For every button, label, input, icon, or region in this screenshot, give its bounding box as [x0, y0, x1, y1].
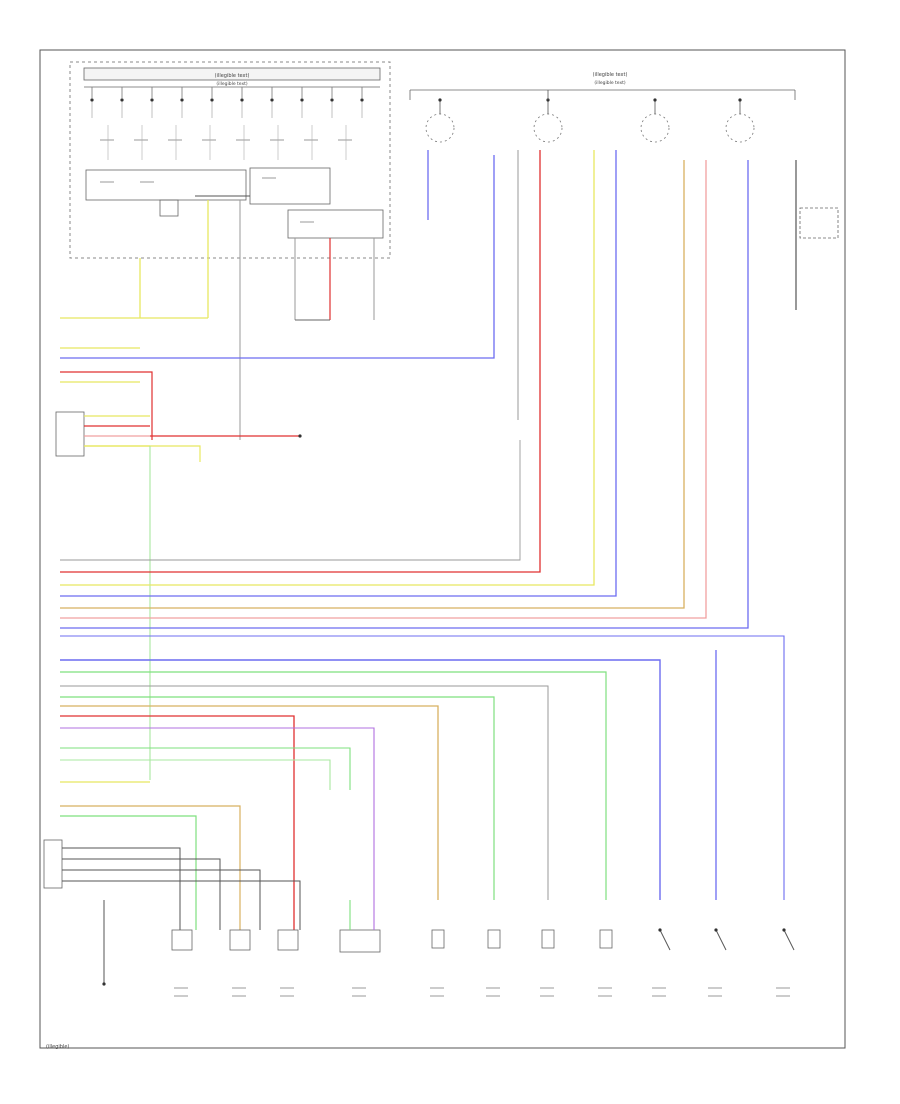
shift-solenoid — [599, 929, 613, 949]
ground-lead — [62, 880, 301, 930]
control-module-box — [69, 61, 391, 259]
wire-green-to-sensor — [60, 747, 351, 790]
module-pin-node — [150, 98, 154, 102]
wire-red-to-sol — [60, 715, 295, 930]
wire-yellow-bus-2 — [60, 150, 595, 586]
range-switch-node — [438, 98, 442, 102]
wire-green-lower — [60, 815, 197, 930]
ground-lead — [62, 847, 181, 930]
module-pin-node — [120, 98, 124, 102]
diagram-dynamic-layer — [43, 87, 839, 997]
wire-blue-to-sw — [60, 635, 785, 900]
diagram-frame — [39, 49, 846, 1049]
module-pin-node — [180, 98, 184, 102]
wire-gray-to-sol — [60, 685, 549, 900]
range-switch-contacts — [640, 113, 670, 143]
shift-solenoid — [541, 929, 555, 949]
pressure-switch-lever — [783, 929, 795, 951]
module-pin-node — [360, 98, 364, 102]
pressure-switch-node — [714, 928, 718, 932]
solenoid-coil — [277, 929, 299, 951]
control-module-title-bar — [83, 67, 381, 81]
pressure-switch-node — [658, 928, 662, 932]
ground-lead — [62, 858, 221, 930]
connector-left-a — [55, 411, 85, 457]
wire-blue-bus-upper — [60, 155, 495, 359]
wire-yellow-to-sensor — [84, 445, 201, 462]
range-switch-node — [738, 98, 742, 102]
wire-red-branch — [60, 371, 153, 440]
page-marker: (illegible) — [46, 1044, 69, 1050]
wire-orange-to-sol — [60, 705, 439, 900]
wire-orange-lower — [60, 805, 241, 930]
range-switch-contacts — [425, 113, 455, 143]
right-group-subtitle: (illegible text) — [594, 80, 626, 86]
right-sensor-box — [799, 207, 839, 239]
range-switch-node — [653, 98, 657, 102]
wire-orange-bus — [60, 160, 685, 609]
module-pin-node — [270, 98, 274, 102]
wire-green-to-sol — [60, 671, 607, 900]
wire-pink-bus — [60, 160, 707, 619]
module-power-box — [249, 167, 331, 205]
range-switch-contacts — [725, 113, 755, 143]
module-pin-node — [240, 98, 244, 102]
right-group-title: (illegible text) — [593, 72, 628, 78]
wire-green-to-sol-b — [60, 696, 495, 900]
wire-blue-bus-2 — [60, 150, 617, 597]
module-pin-node — [210, 98, 214, 102]
speed-sensor-body — [339, 929, 381, 953]
wire-red-bus — [60, 150, 541, 573]
shift-solenoid — [431, 929, 445, 949]
solenoid-coil — [171, 929, 193, 951]
pressure-switch-lever — [659, 929, 671, 951]
module-control-box — [287, 209, 384, 239]
connector-left-b — [43, 839, 63, 889]
pressure-switch-lever — [715, 929, 727, 951]
module-pin-node — [330, 98, 334, 102]
module-pin-node — [90, 98, 94, 102]
pressure-switch-node — [782, 928, 786, 932]
control-module-subtitle: (illegible text) — [216, 81, 248, 87]
ground-node — [102, 982, 106, 986]
ground-lead — [62, 869, 261, 930]
range-switch-contacts — [533, 113, 563, 143]
wire-violet-to-sensor — [60, 727, 375, 900]
module-regulator — [159, 199, 179, 217]
wire-gray-bus — [60, 440, 521, 561]
control-module-title: (illegible text) — [215, 73, 250, 79]
solenoid-coil — [229, 929, 251, 951]
wire-blue-to-sol-a — [60, 659, 661, 900]
module-pin-node — [300, 98, 304, 102]
shift-solenoid — [487, 929, 501, 949]
wire-ltgreen-to-sensor — [60, 759, 331, 790]
wire-blue-bus-3 — [60, 160, 749, 629]
relay-node — [298, 434, 302, 438]
